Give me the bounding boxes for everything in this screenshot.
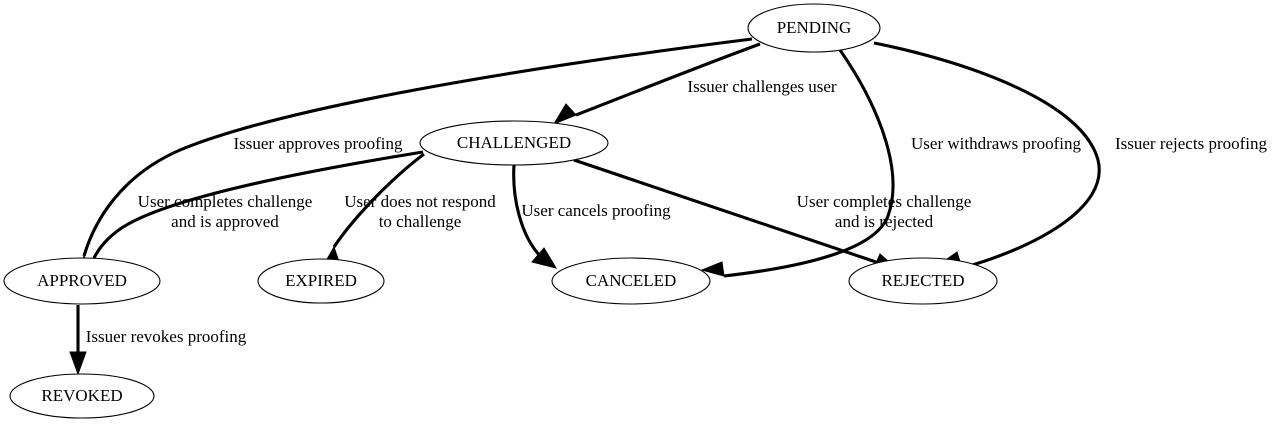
edge-pending-rejected[interactable] <box>873 41 1101 270</box>
node-rejected-shape <box>848 257 998 305</box>
edge-approved-revoked[interactable] <box>69 305 87 376</box>
edge-challenged-canceled-arrowhead <box>531 247 558 269</box>
edge-pending-canceled-arrowhead <box>700 261 725 277</box>
edge-challenged-canceled[interactable] <box>512 164 558 269</box>
edge-challenged-rejected-path <box>573 158 877 264</box>
edge-pending-rejected-path <box>873 41 1101 270</box>
edge-label-challenged-rejected-line1: User completes challenge <box>797 192 972 211</box>
edge-pending-challenged[interactable] <box>552 42 761 126</box>
node-pending[interactable]: PENDING <box>747 3 881 53</box>
node-approved-shape <box>3 257 161 305</box>
node-canceled-label: CANCELED <box>586 271 677 290</box>
edge-label-layer: Issuer challenges user Issuer approves p… <box>86 77 1268 346</box>
node-approved-label: APPROVED <box>37 271 127 290</box>
node-canceled[interactable]: CANCELED <box>551 257 711 305</box>
node-canceled-shape <box>551 257 711 305</box>
node-revoked-shape <box>9 373 155 419</box>
edge-challenged-expired-path <box>332 152 425 248</box>
edge-approved-revoked-arrowhead <box>69 351 87 376</box>
edge-pending-canceled[interactable] <box>700 49 895 278</box>
edge-pending-challenged-path <box>575 42 761 117</box>
edge-label-approved-revoked: Issuer revokes proofing <box>86 327 247 346</box>
node-expired[interactable]: EXPIRED <box>257 258 385 304</box>
edge-label-challenged-canceled: User cancels proofing <box>521 201 671 220</box>
node-expired-shape <box>257 258 385 304</box>
node-challenged-label: CHALLENGED <box>457 133 571 152</box>
node-approved[interactable]: APPROVED <box>3 257 161 305</box>
node-pending-label: PENDING <box>777 18 852 37</box>
edge-label-challenged-approved-line2: and is approved <box>171 212 279 231</box>
edge-label-pending-rejected: Issuer rejects proofing <box>1115 134 1268 153</box>
node-layer: PENDING CHALLENGED APPROVED EXPIRED CANC… <box>3 3 998 419</box>
edge-label-challenged-expired-line2: to challenge <box>379 212 462 231</box>
node-revoked-label: REVOKED <box>41 386 122 405</box>
edge-pending-challenged-arrowhead <box>552 103 577 126</box>
edge-label-pending-approved: Issuer approves proofing <box>233 134 403 153</box>
edge-pending-approved-path <box>82 37 753 257</box>
edge-label-challenged-approved-line1: User completes challenge <box>138 192 313 211</box>
edge-pending-canceled-path <box>723 49 895 278</box>
edge-label-pending-canceled: User withdraws proofing <box>911 134 1081 153</box>
edge-pending-approved[interactable] <box>75 37 753 281</box>
node-rejected-label: REJECTED <box>881 271 964 290</box>
edge-label-challenged-expired-line1: User does not respond <box>344 192 496 211</box>
node-revoked[interactable]: REVOKED <box>9 373 155 419</box>
node-pending-shape <box>747 3 881 53</box>
edge-label-challenged-rejected-line2: and is rejected <box>835 212 934 231</box>
node-challenged-shape <box>419 120 609 166</box>
edge-challenged-approved-path <box>92 150 424 259</box>
edge-challenged-canceled-path <box>512 164 544 260</box>
edge-label-pending-challenged: Issuer challenges user <box>687 77 837 96</box>
node-rejected[interactable]: REJECTED <box>848 257 998 305</box>
node-challenged[interactable]: CHALLENGED <box>419 120 609 166</box>
node-expired-label: EXPIRED <box>285 271 357 290</box>
